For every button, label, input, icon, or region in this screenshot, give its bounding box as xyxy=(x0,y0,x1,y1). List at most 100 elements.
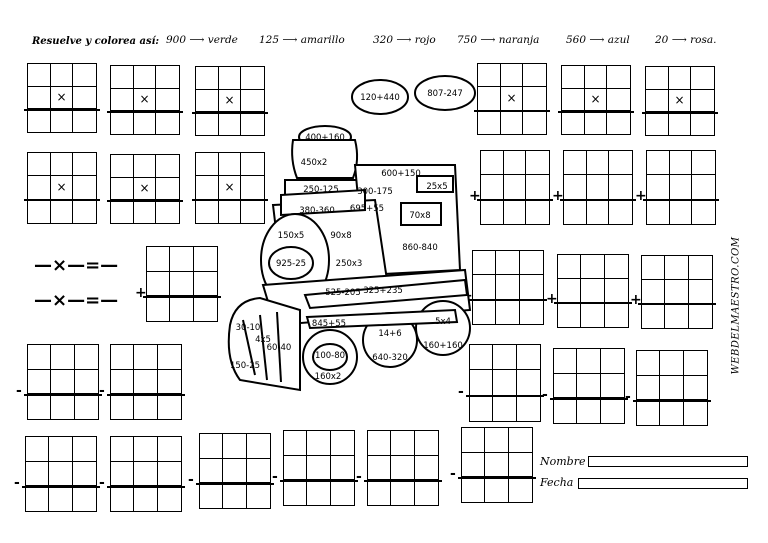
grid-cell[interactable] xyxy=(493,345,517,371)
grid-cell[interactable] xyxy=(485,452,509,478)
grid-cell[interactable] xyxy=(73,109,96,132)
equation-line[interactable]: —×—=— xyxy=(34,255,119,276)
grid-cell[interactable] xyxy=(284,480,308,505)
grid-cell[interactable] xyxy=(111,66,134,89)
grid-cell[interactable] xyxy=(642,280,666,304)
grid-cell[interactable] xyxy=(111,177,134,201)
grid-cell[interactable] xyxy=(637,375,661,401)
operation-grid[interactable]: × xyxy=(642,66,718,136)
grid-cell[interactable] xyxy=(642,256,666,280)
grid-cell[interactable] xyxy=(170,247,194,272)
grid-cell[interactable] xyxy=(200,434,224,459)
grid-cell[interactable] xyxy=(223,434,247,459)
grid-cell[interactable] xyxy=(692,175,715,200)
grid-cell[interactable] xyxy=(26,461,50,487)
grid-cell[interactable] xyxy=(368,480,392,505)
grid-cell[interactable] xyxy=(691,112,714,135)
grid-cell[interactable] xyxy=(223,483,247,508)
grid-cell[interactable] xyxy=(28,176,51,200)
operation-grid[interactable] xyxy=(466,344,544,422)
grid-cell[interactable] xyxy=(683,351,707,376)
grid-cell[interactable] xyxy=(478,110,501,134)
operation-grid[interactable]: × xyxy=(107,154,183,224)
grid-cell[interactable] xyxy=(147,271,171,297)
grid-cell[interactable] xyxy=(564,199,587,224)
grid-cell[interactable] xyxy=(585,111,608,134)
grid-cell[interactable] xyxy=(496,275,520,300)
grid-cell[interactable] xyxy=(111,111,134,134)
grid-cell[interactable] xyxy=(415,480,438,505)
operation-grid[interactable] xyxy=(22,436,100,512)
grid-cell[interactable] xyxy=(554,349,578,374)
grid-cell[interactable] xyxy=(485,428,509,453)
grid-cell[interactable] xyxy=(241,153,264,177)
grid-cell[interactable] xyxy=(562,88,585,112)
operation-grid[interactable] xyxy=(280,430,358,506)
grid-cell[interactable] xyxy=(28,394,52,419)
grid-cell[interactable] xyxy=(577,373,601,399)
grid-cell[interactable] xyxy=(683,376,707,401)
grid-cell[interactable] xyxy=(660,351,684,376)
grid-cell[interactable] xyxy=(147,296,171,321)
grid-cell[interactable] xyxy=(604,279,628,303)
grid-cell[interactable] xyxy=(26,437,50,462)
grid-cell[interactable] xyxy=(601,398,624,423)
grid-cell[interactable]: × xyxy=(668,89,692,113)
operation-grid[interactable]: × xyxy=(558,65,634,135)
grid-cell[interactable] xyxy=(51,199,74,223)
grid-cell[interactable] xyxy=(74,370,98,395)
grid-cell[interactable] xyxy=(647,175,670,200)
grid-cell[interactable] xyxy=(50,153,74,177)
grid-cell[interactable] xyxy=(284,455,308,481)
grid-cell[interactable] xyxy=(481,199,504,224)
grid-cell[interactable] xyxy=(28,199,51,223)
grid-cell[interactable] xyxy=(75,394,98,419)
grid-cell[interactable]: × xyxy=(50,176,74,200)
grid-cell[interactable] xyxy=(508,428,532,453)
grid-cell[interactable] xyxy=(391,431,415,456)
grid-cell[interactable] xyxy=(218,153,242,177)
grid-cell[interactable] xyxy=(607,89,630,112)
grid-cell[interactable] xyxy=(523,111,546,134)
grid-cell[interactable] xyxy=(28,345,52,370)
grid-cell[interactable] xyxy=(501,110,524,134)
grid-cell[interactable] xyxy=(485,477,509,502)
grid-cell[interactable] xyxy=(51,369,75,395)
grid-cell[interactable] xyxy=(462,452,486,478)
grid-cell[interactable] xyxy=(170,271,194,297)
grid-cell[interactable] xyxy=(493,395,517,421)
grid-cell[interactable] xyxy=(72,462,96,487)
operation-grid[interactable] xyxy=(638,255,716,329)
grid-cell[interactable] xyxy=(669,112,692,135)
grid-cell[interactable] xyxy=(558,279,582,303)
grid-cell[interactable] xyxy=(692,151,715,176)
grid-cell[interactable] xyxy=(526,151,549,176)
grid-cell[interactable] xyxy=(496,251,520,276)
grid-cell[interactable] xyxy=(500,64,524,88)
grid-cell[interactable] xyxy=(604,255,628,279)
grid-cell[interactable] xyxy=(509,477,532,502)
grid-cell[interactable] xyxy=(246,434,270,459)
grid-cell[interactable] xyxy=(219,199,242,223)
operation-grid[interactable] xyxy=(469,250,547,325)
grid-cell[interactable] xyxy=(111,394,135,419)
grid-cell[interactable] xyxy=(523,64,546,88)
grid-cell[interactable] xyxy=(577,349,601,374)
grid-cell[interactable] xyxy=(562,66,585,89)
grid-cell[interactable] xyxy=(51,345,75,370)
grid-cell[interactable] xyxy=(586,151,610,176)
operation-grid[interactable] xyxy=(554,254,632,328)
grid-cell[interactable] xyxy=(73,64,96,87)
grid-cell[interactable] xyxy=(134,486,158,511)
grid-cell[interactable] xyxy=(605,303,628,327)
date-field[interactable] xyxy=(578,478,748,489)
operation-grid[interactable] xyxy=(550,348,628,424)
grid-cell[interactable] xyxy=(503,175,527,200)
operation-grid[interactable] xyxy=(458,427,536,503)
grid-cell[interactable] xyxy=(111,345,135,370)
operation-grid[interactable] xyxy=(477,150,553,225)
grid-cell[interactable] xyxy=(133,155,157,178)
operation-grid[interactable] xyxy=(196,433,274,509)
grid-cell[interactable] xyxy=(391,455,415,481)
grid-cell[interactable] xyxy=(134,394,158,419)
